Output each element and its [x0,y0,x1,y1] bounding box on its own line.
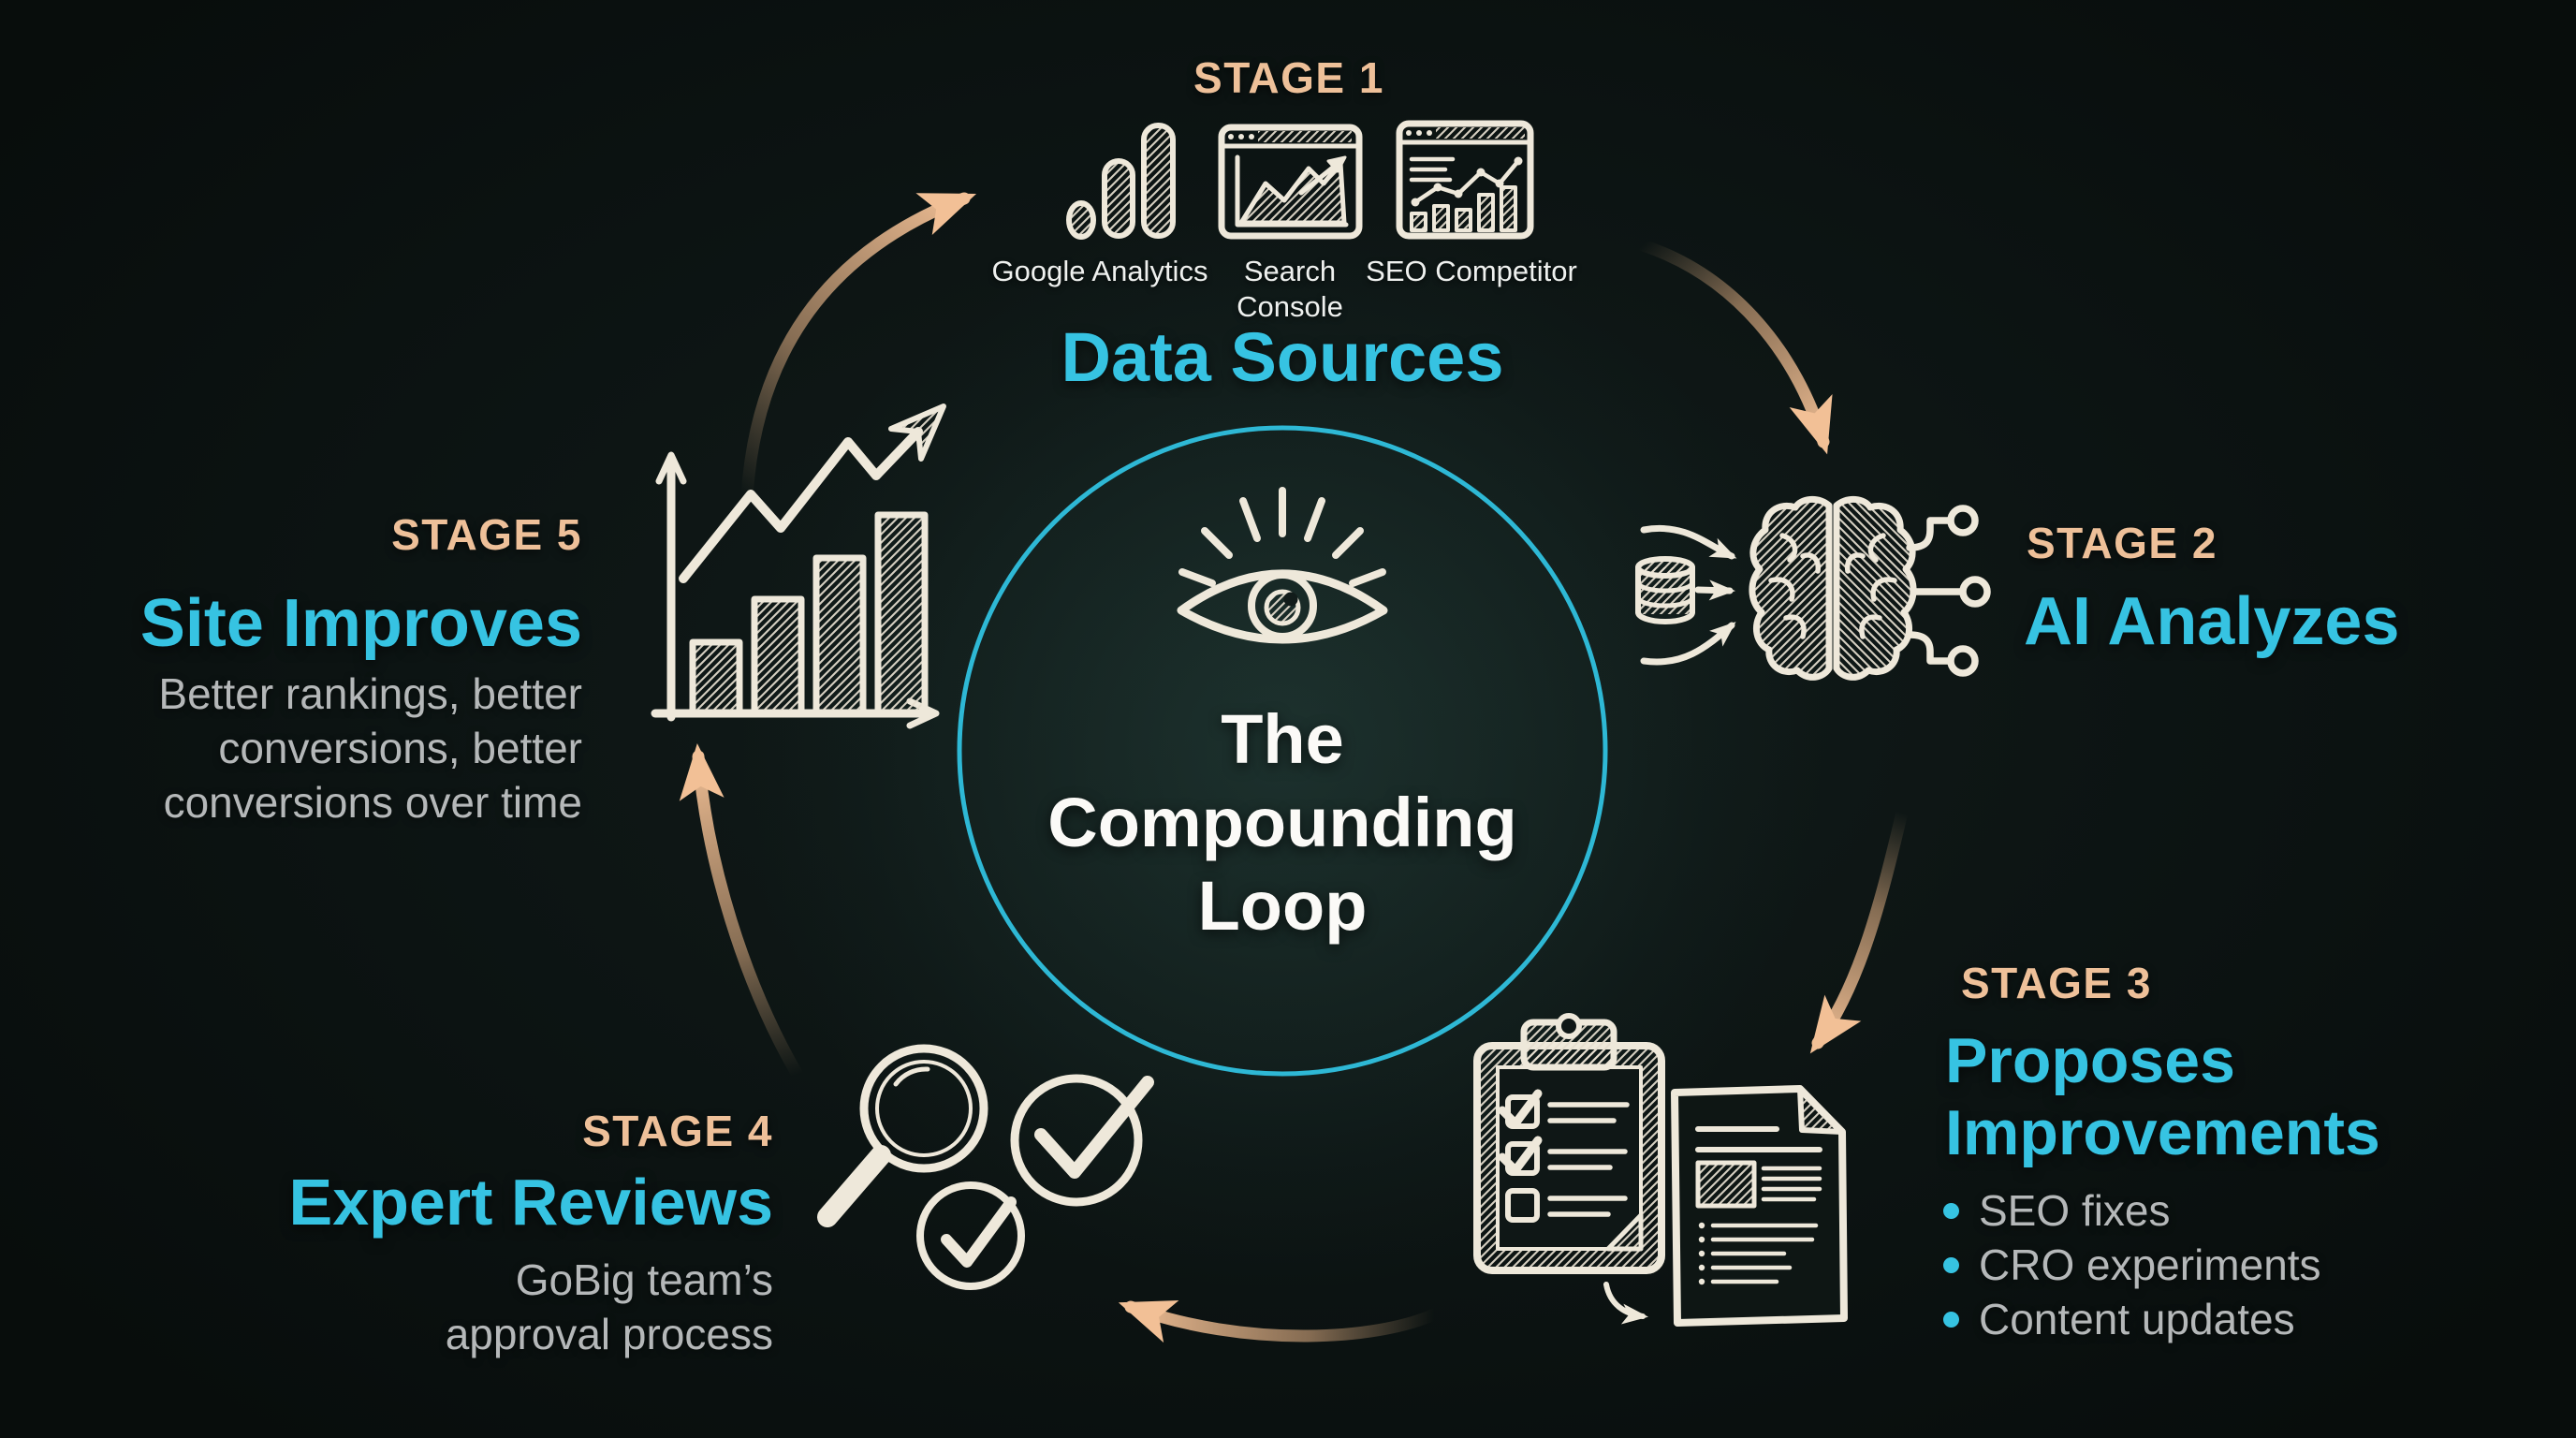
google-analytics-icon [1066,123,1176,240]
stage2-label: STAGE 2 [2027,519,2217,567]
magnifier-icon [817,1044,988,1227]
bullet-dot-icon [1943,1256,1959,1273]
loop-arrows [679,192,1909,1343]
stage4-subtitle-line1: GoBig team’s [515,1255,773,1304]
search-console-icon [1218,124,1363,240]
google-analytics-label: Google Analytics [991,255,1208,287]
list-item: Content updates [1943,1292,2321,1346]
database-icon [1635,556,1695,624]
stage1-label: STAGE 1 [1193,53,1384,102]
list-item: CRO experiments [1943,1238,2321,1292]
stage5-subtitle: Better rankings, better conversions, bet… [158,667,582,829]
clipboard-to-document-arrow [1603,1282,1648,1325]
center-title: The Compounding Loop [1002,697,1563,947]
stage4-title: Expert Reviews [288,1166,773,1239]
stage5-title: Site Improves [139,586,582,661]
report-document-icon [1603,1085,1848,1327]
stage3-label: STAGE 3 [1961,959,2152,1007]
search-console-label: Search Console [1103,254,1477,325]
stage1-title: Data Sources [1061,318,1504,396]
seo-competitor-label: SEO Competitor [1366,255,1577,287]
stage4-subtitle: GoBig team’s approval process [446,1253,773,1361]
ai-brain-icon [1749,496,1917,681]
bullet-text: CRO experiments [1979,1240,2321,1289]
seo-competitor-icon [1396,120,1534,240]
stage3-title-line2: Improvements [1945,1097,2380,1168]
eye-icon [1177,487,1388,644]
stage5-subtitle-line3: conversions over time [163,778,582,827]
stage2-title: AI Analyzes [2024,584,2400,659]
center-title-line3: Loop [1197,867,1368,945]
check-circle-large-icon [1010,1074,1154,1207]
stage5-subtitle-line2: conversions, better [218,724,582,772]
growth-chart-icon [651,404,946,729]
list-item: SEO fixes [1943,1183,2321,1238]
arrow-stage5-to-stage1 [740,192,977,503]
arrow-stage3-to-stage4 [1118,1300,1441,1343]
center-title-line2: Compounding [1047,784,1517,861]
arrow-stage1-to-stage2 [1636,239,1833,455]
stage3-bullet-list: SEO fixes CRO experiments Content update… [1943,1183,2321,1346]
bullet-text: Content updates [1979,1295,2295,1343]
stage5-label: STAGE 5 [391,510,582,559]
loop-circle [957,425,1608,1077]
stage4-label: STAGE 4 [582,1107,773,1155]
center-title-line1: The [1221,700,1344,778]
check-circle-small-icon [916,1181,1025,1290]
bullet-text: SEO fixes [1979,1186,2171,1235]
circuit-nodes-icon [1906,505,1991,677]
checklist-clipboard-icon [1473,1013,1665,1274]
data-input-arrows [1640,525,1737,666]
bullet-dot-icon [1943,1202,1959,1219]
search-console-label-line1: Search [1243,255,1337,287]
arrow-stage4-to-stage5 [679,743,804,1081]
bullet-dot-icon [1943,1311,1959,1328]
stage5-subtitle-line1: Better rankings, better [158,669,582,718]
arrow-stage2-to-stage3 [1809,806,1909,1054]
stage3-title: Proposes Improvements [1945,1025,2380,1169]
stage3-title-line1: Proposes [1945,1025,2235,1096]
stage4-subtitle-line2: approval process [445,1310,773,1358]
search-console-label-line2: Console [1237,290,1343,323]
